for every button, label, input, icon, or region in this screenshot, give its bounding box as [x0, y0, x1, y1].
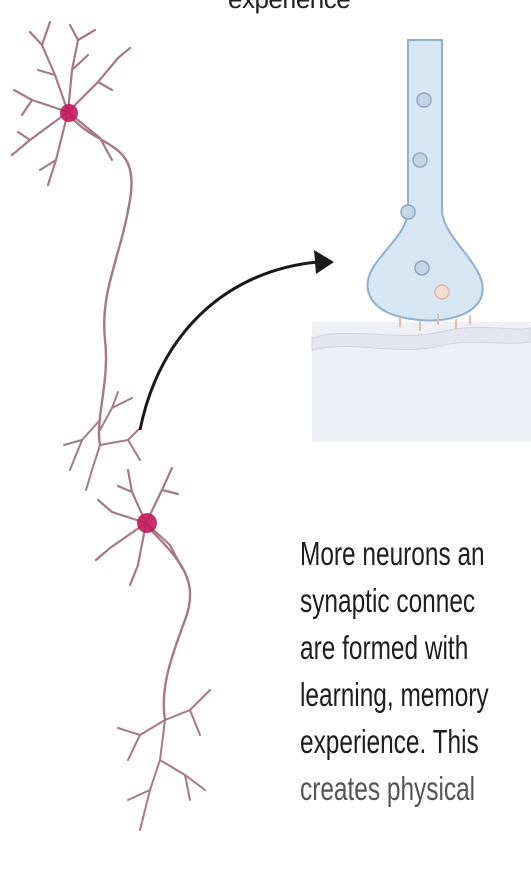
synapse-closeup: [312, 40, 531, 442]
vesicle: [413, 153, 427, 167]
upper-neuron-axon: [70, 116, 132, 445]
lower-neuron: [96, 468, 210, 830]
description-line: are formed with: [300, 624, 478, 671]
description-line: More neurons an: [300, 530, 478, 577]
description-line: synaptic connec: [300, 577, 478, 624]
description-line: experience. This: [300, 718, 478, 765]
upper-neuron: [12, 22, 140, 490]
upper-neuron-soma: [60, 104, 78, 122]
description-line: learning, memory: [300, 671, 478, 718]
vesicle: [415, 261, 429, 275]
lower-neuron-axon: [148, 527, 190, 720]
header-text: experience: [228, 0, 350, 15]
vesicle: [401, 205, 415, 219]
zoom-arrow: [140, 250, 334, 430]
upper-neuron-dendrites: [12, 22, 130, 185]
vesicle: [417, 93, 431, 107]
axon-terminal-bulb: [367, 40, 482, 320]
lower-neuron-soma: [137, 513, 157, 533]
vesicle-fusing: [435, 285, 449, 299]
description-line: creates physical: [300, 765, 478, 812]
description-text: More neurons an synaptic connec are form…: [300, 530, 478, 812]
